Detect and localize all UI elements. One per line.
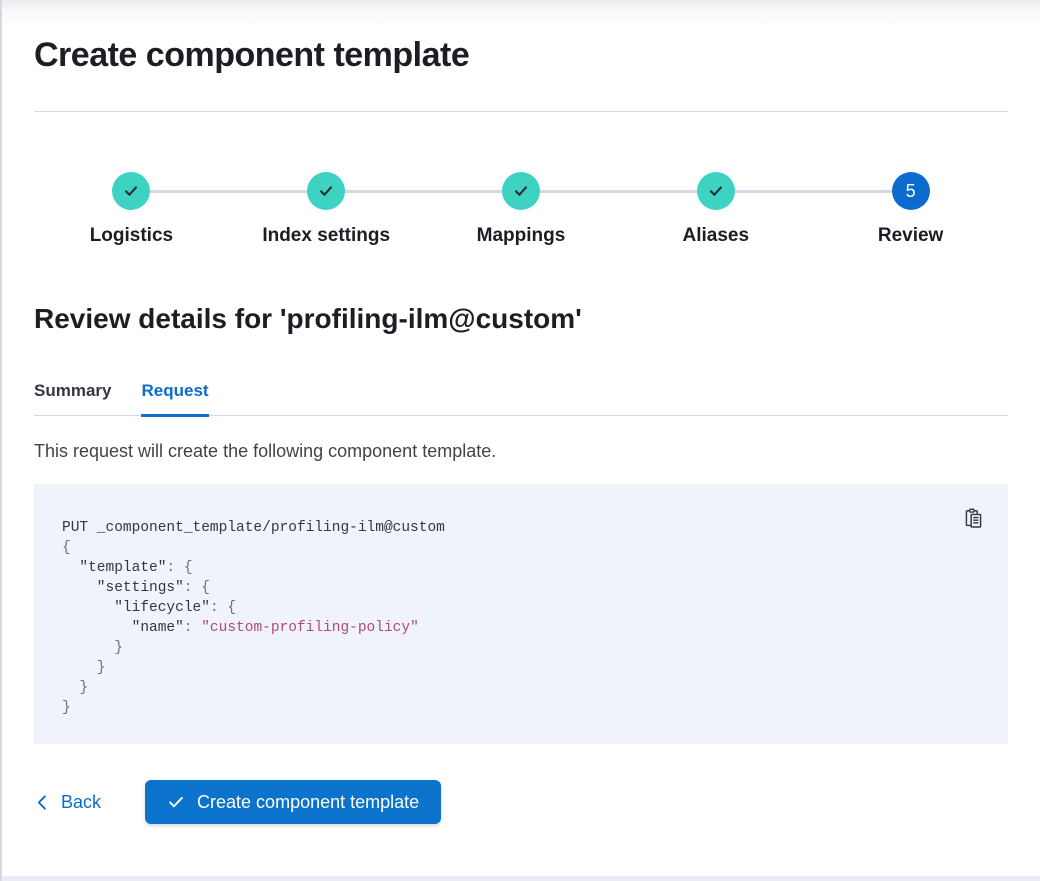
request-code: PUT _component_template/profiling-ilm@cu… [62, 518, 980, 718]
step-label: Logistics [89, 225, 174, 246]
step-label: Mappings [476, 225, 566, 246]
wizard-footer: Back Create component template [34, 780, 1008, 824]
tab-request[interactable]: Request [141, 381, 209, 417]
tab-summary[interactable]: Summary [34, 381, 112, 400]
review-heading: Review details for 'profiling-ilm@custom… [34, 303, 582, 334]
code-line: } [62, 680, 89, 696]
copy-clipboard-icon [963, 508, 984, 532]
step-aliases[interactable]: Aliases [618, 172, 813, 247]
code-line: } [62, 640, 123, 656]
chevron-left-icon [34, 794, 51, 811]
code-line: "name": "custom-profiling-policy" [62, 620, 419, 636]
title-divider [34, 111, 1008, 112]
bottom-panel-edge [2, 876, 1040, 881]
create-component-template-button[interactable]: Create component template [145, 780, 442, 824]
code-line: } [62, 660, 106, 676]
step-current-number: 5 [891, 172, 930, 210]
code-line: PUT _component_template/profiling-ilm@cu… [62, 520, 445, 536]
step-complete-check-icon [696, 172, 735, 210]
step-label: Review [877, 225, 944, 246]
code-line: "lifecycle": { [62, 600, 237, 616]
back-button-label: Back [61, 791, 102, 812]
code-line: "template": { [62, 560, 193, 576]
review-tabs: Summary Request [34, 381, 1008, 417]
step-mappings[interactable]: Mappings [424, 172, 619, 247]
create-button-label: Create component template [197, 791, 420, 812]
step-complete-check-icon [501, 172, 540, 210]
step-label: Index settings [262, 225, 391, 246]
back-button[interactable]: Back [34, 792, 113, 813]
request-description: This request will create the following c… [34, 441, 497, 461]
step-complete-check-icon [112, 172, 151, 210]
copy-to-clipboard-button[interactable] [961, 506, 986, 534]
create-component-template-page: Create component template Logistics Index… [2, 0, 1040, 824]
code-line: { [62, 540, 71, 556]
page-title: Create component template [34, 36, 470, 74]
step-index-settings[interactable]: Index settings [229, 172, 424, 247]
step-logistics[interactable]: Logistics [34, 172, 229, 247]
code-line: "settings": { [62, 580, 210, 596]
code-line: } [62, 700, 71, 716]
check-icon [167, 793, 185, 811]
step-complete-check-icon [307, 172, 346, 210]
request-code-block: PUT _component_template/profiling-ilm@cu… [34, 484, 1008, 744]
step-label: Aliases [682, 225, 750, 246]
